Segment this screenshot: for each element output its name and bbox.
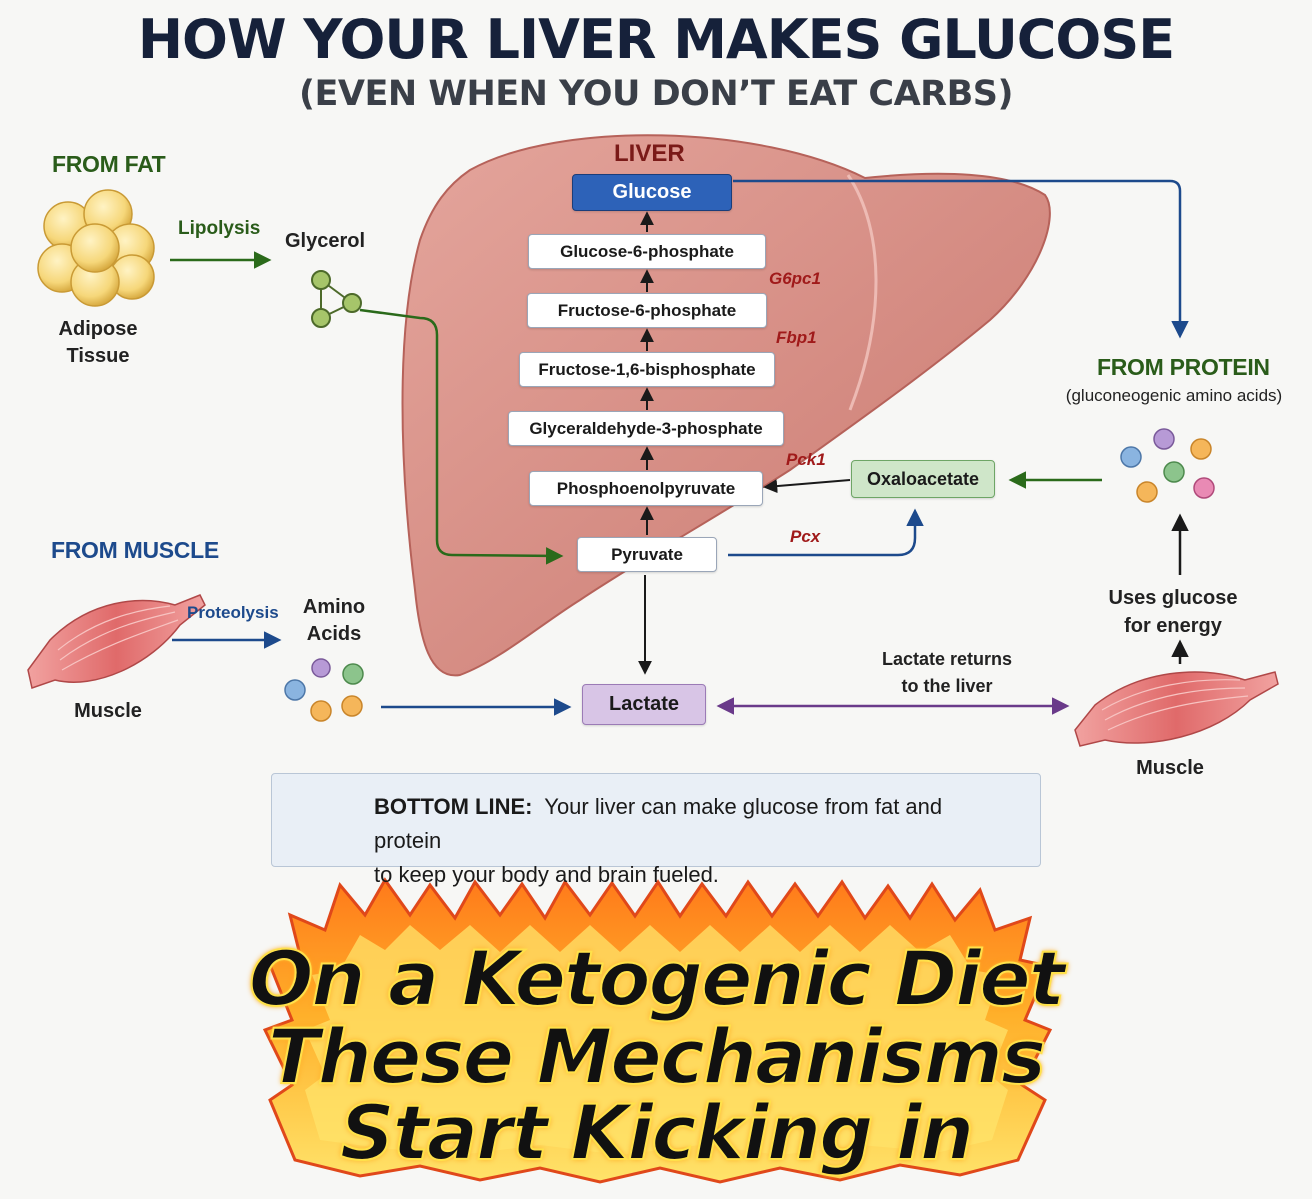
enzyme-pck1: Pck1 <box>786 450 826 469</box>
lipolysis-label: Lipolysis <box>178 218 261 239</box>
node-fructose-6-phosphate: Fructose-6-phosphate <box>527 293 767 328</box>
node-fructose-bisphosphate: Fructose-1,6-bisphosphate <box>519 352 775 387</box>
glycerol-molecule <box>311 270 362 328</box>
bottom-line-text1: Your liver can make glucose from fat and… <box>374 794 943 853</box>
bottom-line-label: BOTTOM LINE: <box>374 794 533 819</box>
liver-organ <box>401 134 1051 677</box>
lactate-returns-line1: Lactate returns <box>881 649 1013 669</box>
bottom-line-text2: to keep your body and brain fueled. <box>374 862 719 887</box>
page-subtitle: (EVEN WHEN YOU DON’T EAT CARBS) <box>298 74 1014 114</box>
amino-acids-label: Amino Acids <box>288 594 380 648</box>
muscle-right <box>1074 671 1279 747</box>
node-glucose-6-phosphate: Glucose-6-phosphate <box>528 234 766 269</box>
enzyme-g6pc1: G6pc1 <box>769 269 821 288</box>
liver-title: LIVER <box>614 140 685 167</box>
enzyme-fbp1: Fbp1 <box>776 328 817 347</box>
glycerol-label: Glycerol <box>284 230 366 252</box>
node-lactate: Lactate <box>582 684 706 725</box>
proteolysis-label: Proteolysis <box>187 603 279 622</box>
node-pyruvate: Pyruvate <box>577 537 717 572</box>
node-glucose: Glucose <box>572 174 732 211</box>
banner-line1: On a Ketogenic Diet <box>248 933 1066 1024</box>
protein-subheading: (gluconeogenic amino acids) <box>1065 386 1283 405</box>
bottom-line-text: BOTTOM LINE: Your liver can make glucose… <box>374 790 1014 892</box>
enzyme-pcx: Pcx <box>790 527 821 546</box>
fat-arrows <box>170 251 1102 565</box>
protein-heading: FROM PROTEIN <box>1097 354 1270 380</box>
lactate-returns-line2: to the liver <box>901 676 993 696</box>
pathway-arrows <box>638 211 851 675</box>
adipose-cells <box>37 189 155 307</box>
lactate-returns-label: Lactate returns to the liver <box>868 646 1026 700</box>
muscle-heading: FROM MUSCLE <box>51 537 219 563</box>
adipose-label: Adipose Tissue <box>40 316 156 370</box>
amino-acids-label-line2: Acids <box>306 623 362 645</box>
amino-acids-right <box>1120 428 1215 503</box>
node-phosphoenolpyruvate: Phosphoenolpyruvate <box>529 471 763 506</box>
adipose-label-line2: Tissue <box>66 345 130 367</box>
amino-acids-left <box>284 658 364 722</box>
banner-line2: These Mechanisms <box>267 1011 1047 1102</box>
blue-arrows <box>172 179 1189 716</box>
uses-glucose-label: Uses glucose for energy <box>1100 584 1246 640</box>
muscle-left <box>27 594 206 689</box>
uses-glucose-line2: for energy <box>1124 615 1222 637</box>
amino-acids-label-line1: Amino <box>302 596 366 618</box>
banner-line3: Start Kicking in <box>339 1087 975 1178</box>
page-title: HOW YOUR LIVER MAKES GLUCOSE <box>137 8 1175 71</box>
muscle-right-label: Muscle <box>1136 757 1204 779</box>
node-oxaloacetate: Oxaloacetate <box>851 460 995 498</box>
adipose-label-line1: Adipose <box>58 318 138 340</box>
node-glyceraldehyde-3-phosphate: Glyceraldehyde-3-phosphate <box>508 411 784 446</box>
muscle-left-label: Muscle <box>74 700 142 722</box>
bottom-line-box <box>271 773 1041 867</box>
uses-glucose-line1: Uses glucose <box>1108 587 1238 609</box>
bottom-line-row1: BOTTOM LINE: Your liver can make glucose… <box>374 790 1014 858</box>
flame-banner <box>262 877 1053 1184</box>
fat-heading: FROM FAT <box>52 151 166 177</box>
